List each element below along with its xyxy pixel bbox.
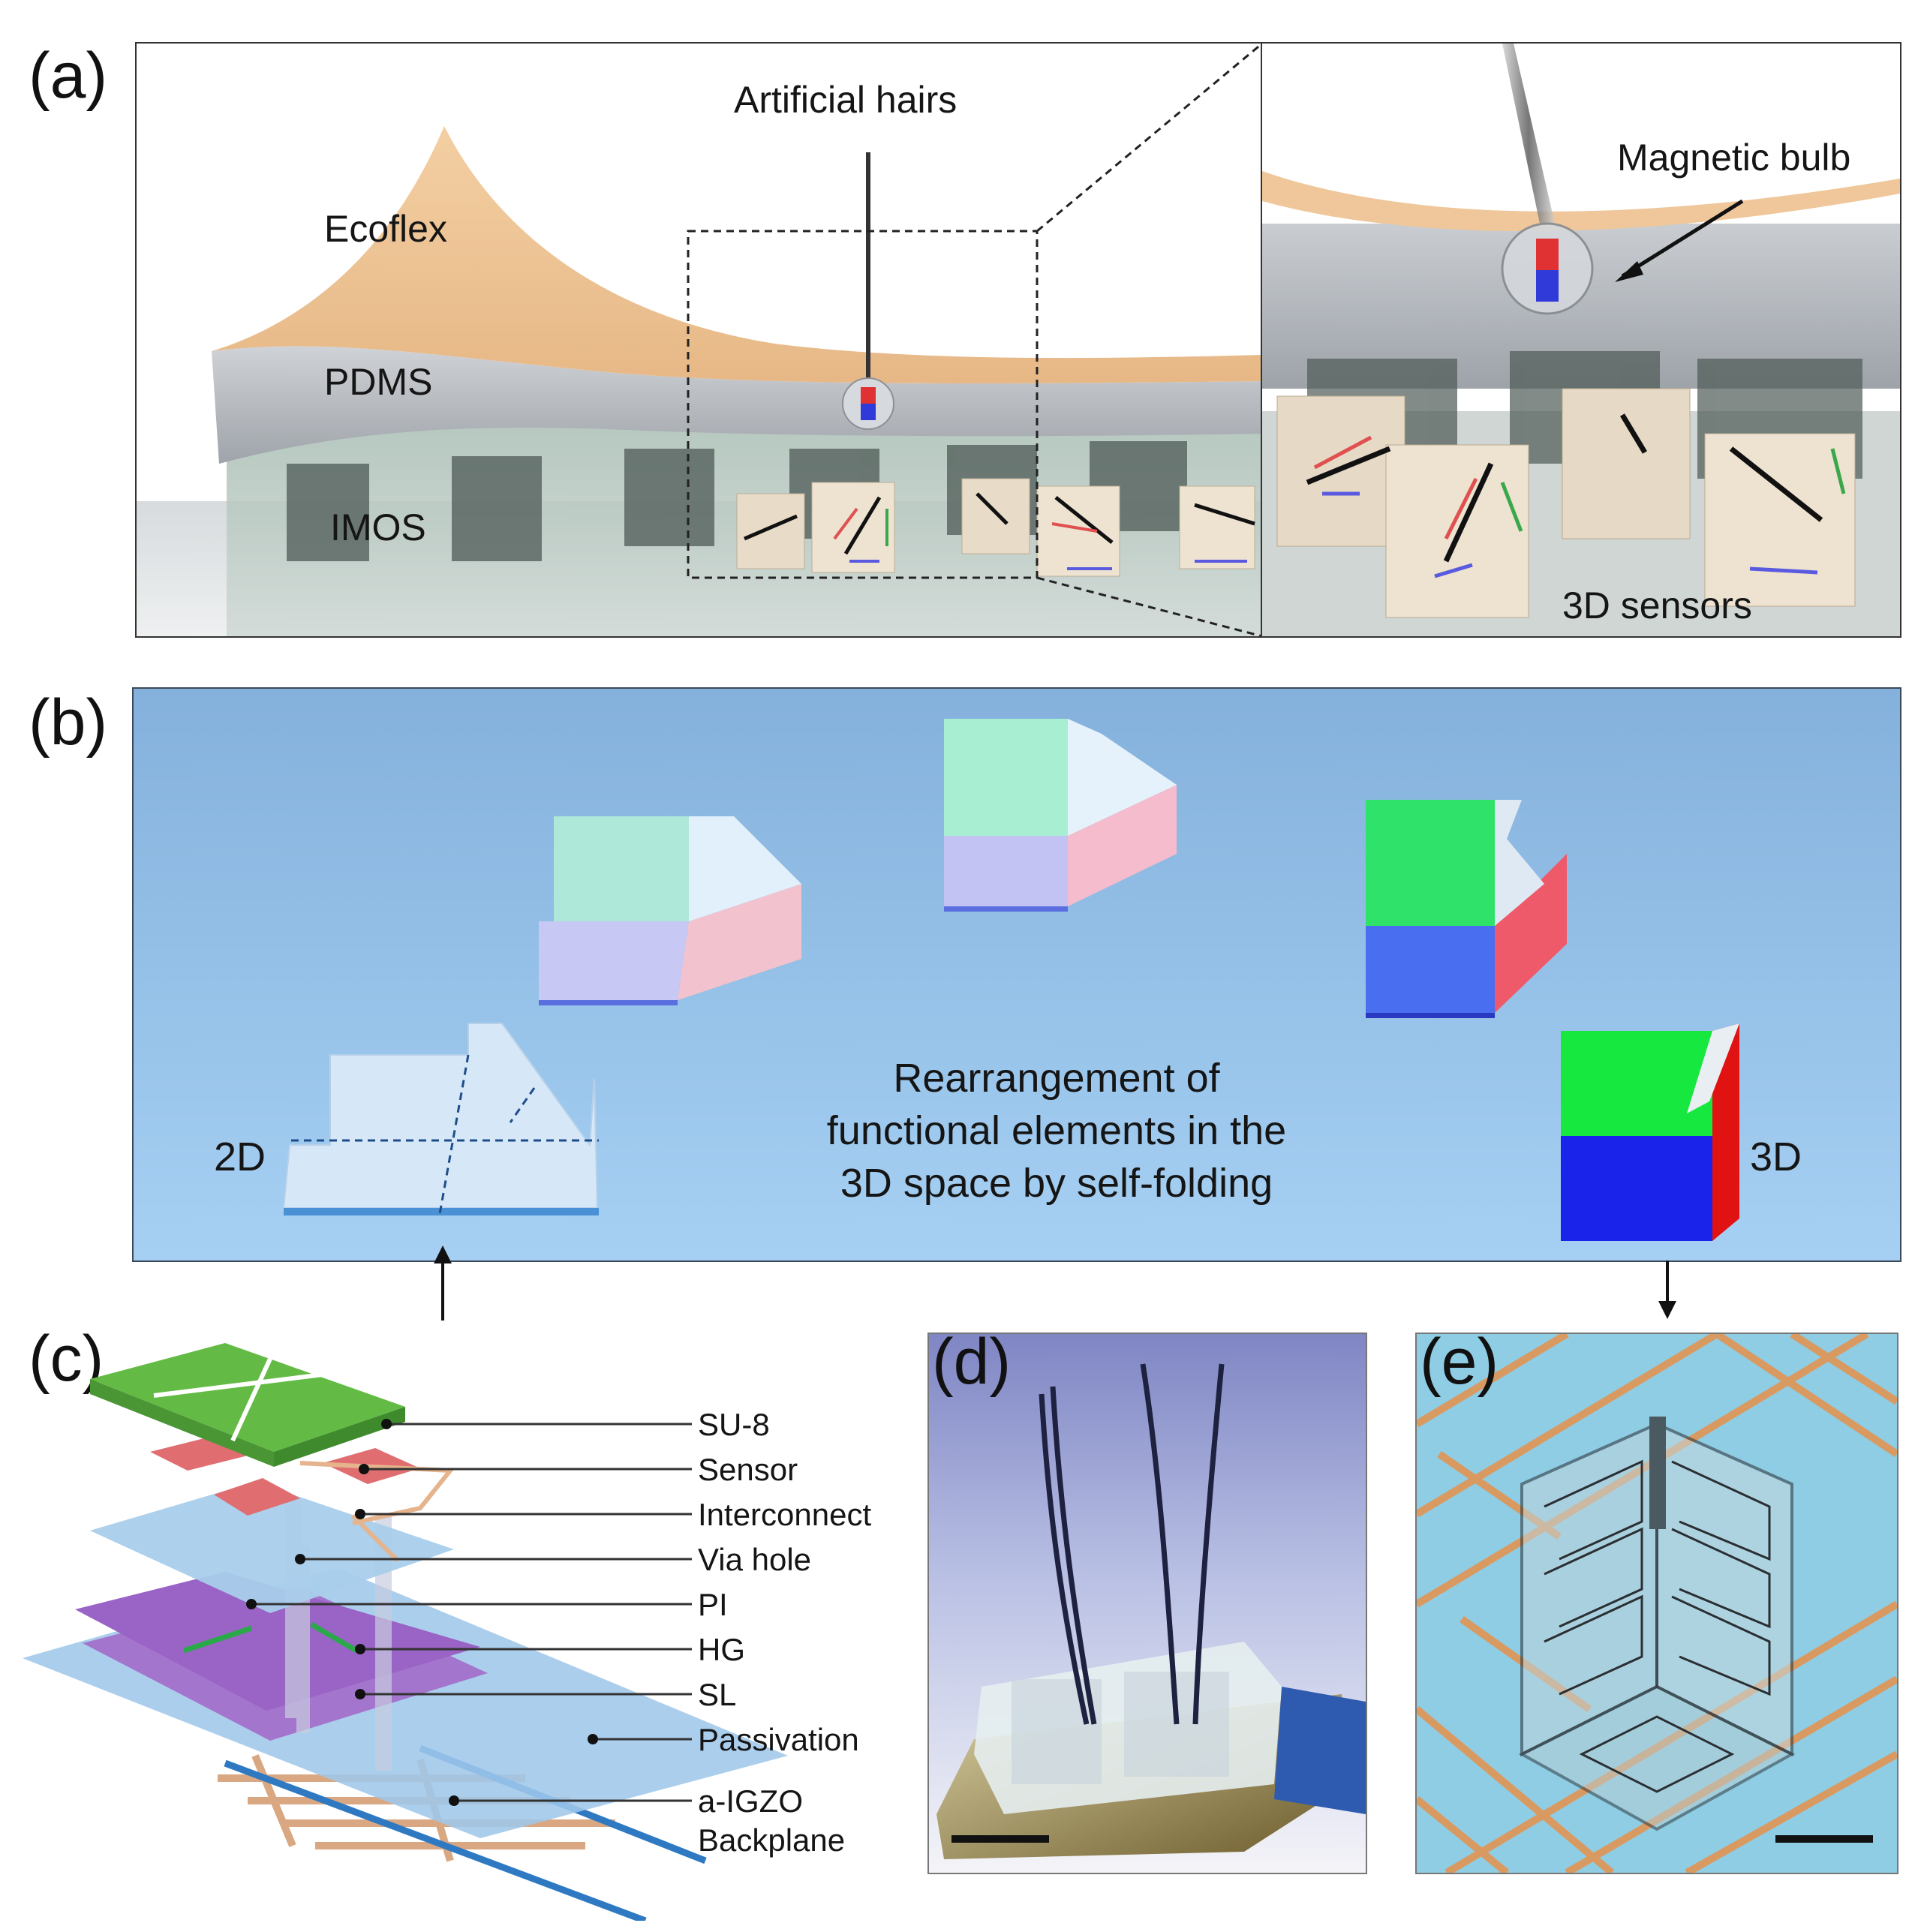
label-pdms: PDMS [324,361,433,403]
layer-label-a-igzo: a-IGZO [698,1783,804,1819]
label-ecoflex: Ecoflex [324,208,447,250]
sensor-pattern-lines [1544,1459,1771,1793]
label-artificial-hairs: Artificial hairs [734,79,957,121]
layer-label-via-hole: Via hole [698,1542,812,1577]
panel-label-e: (e) [1420,1326,1499,1398]
scale-bar-e [1775,1835,1873,1843]
folding-caption-line-2: functional elements in the [826,1108,1287,1153]
label-3d: 3D [1750,1134,1802,1179]
folded-3d-cube [1561,1023,1739,1241]
zoom-hair-strand [1502,44,1555,224]
folding-caption-line-1: Rearrangement of [893,1056,1220,1101]
partial-fold-stage-2 [944,719,1177,912]
panel-a-scene [137,44,1262,636]
layer-label-sl: SL [698,1677,737,1712]
panel-label-a: (a) [29,40,108,112]
photo-d-scene [929,1334,1366,1873]
label-3d-sensors: 3D sensors [1562,584,1752,626]
layer-label-sensor: Sensor [698,1452,798,1487]
panel-label-b: (b) [29,687,108,759]
pi-layer [90,1482,454,1613]
flat-2d-net [282,1023,599,1215]
pdms-layer [212,346,1262,464]
su8-layer [90,1343,405,1467]
label-imos: IMOS [330,506,426,548]
layer-label-pi: PI [698,1587,728,1622]
label-magnetic-bulb: Magnetic bulb [1617,137,1851,179]
photo-e-scene [1417,1334,1897,1873]
folded-sensor-cube [1518,1421,1796,1831]
folding-caption-line-3: 3D space by self-folding [840,1161,1273,1206]
panel-d-photo [927,1333,1367,1874]
panel-e-photo [1415,1333,1898,1874]
zoom-region-box [687,230,1039,579]
layer-label-passivation: Passivation [698,1722,859,1757]
partial-fold-stage-1 [539,816,801,1005]
zoom-ecoflex [1262,171,1900,232]
artificial-hairs-photo [1039,1363,1225,1725]
zoom-scene [1262,44,1900,636]
panel-label-d: (d) [932,1326,1012,1398]
panel-b-render [132,687,1901,1262]
layer-leader-lines [251,1423,692,1802]
panel-a-left-render [135,42,1264,638]
folding-scene [134,689,1900,1260]
ecoflex-layer [212,126,1262,383]
label-2d: 2D [214,1134,266,1179]
beige-sensor-cubes [736,478,1255,577]
panel-a-zoom-render [1261,42,1901,638]
layer-label-backplane: Backplane [698,1822,846,1858]
layer-label-interconnect: Interconnect [698,1497,872,1532]
layer-label-su8: SU-8 [698,1407,770,1442]
scale-bar-d [951,1835,1049,1843]
exploded-layer-stack [23,1343,788,1921]
hair-stub [1649,1417,1666,1529]
partial-fold-stage-3 [1366,800,1567,1018]
magnetic-bulb-pointer [1621,199,1744,278]
layer-label-hg: HG [698,1632,745,1667]
